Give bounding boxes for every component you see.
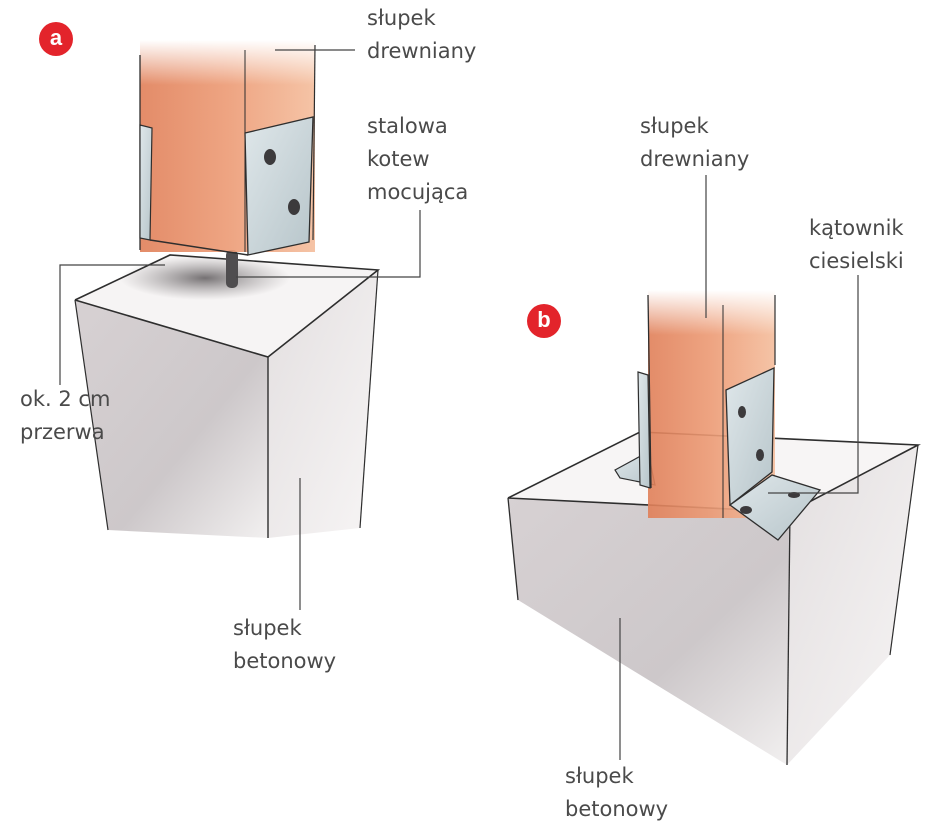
- angle-bracket-base: [728, 474, 822, 541]
- bolt-hole: [264, 149, 276, 165]
- label-line: ok. 2 cm: [20, 387, 111, 411]
- label-line: drewniany: [367, 39, 477, 63]
- label-line: kątownik: [809, 216, 904, 240]
- concrete-block-b-front: [508, 498, 790, 765]
- label-post-a: słupek drewniany: [367, 2, 476, 68]
- label-line: słupek: [367, 6, 436, 30]
- badge-a: a: [39, 22, 73, 56]
- label-anchor: stalowa kotew mocująca: [367, 110, 468, 209]
- label-base-b: słupek betonowy: [565, 760, 668, 826]
- bolt-hole: [756, 449, 764, 461]
- label-line: słupek: [565, 764, 634, 788]
- bolt-hole: [740, 506, 752, 514]
- label-line: ciesielski: [809, 249, 904, 273]
- label-line: kotew: [367, 147, 430, 171]
- label-line: stalowa: [367, 114, 448, 138]
- label-line: drewniany: [640, 147, 750, 171]
- label-line: betonowy: [565, 797, 669, 821]
- badge-b: b: [527, 304, 561, 338]
- leader-anchor: [236, 210, 421, 278]
- bolt-hole: [288, 199, 300, 215]
- steel-plate-right: [244, 116, 314, 256]
- figure-b: [507, 175, 921, 766]
- label-line: betonowy: [233, 649, 337, 673]
- anchor-rod: [226, 250, 238, 288]
- leader-bracket: [768, 275, 859, 494]
- concrete-post-a: [74, 254, 381, 538]
- concrete-post-a-front: [75, 300, 268, 538]
- leader-gap: [59, 264, 165, 385]
- concrete-post-a-side: [268, 270, 378, 538]
- label-line: przerwa: [20, 420, 105, 444]
- label-base-a: słupek betonowy: [233, 612, 336, 678]
- angle-bracket-left: [637, 371, 651, 489]
- concrete-block-b-side: [787, 445, 918, 765]
- label-bracket: kątownik ciesielski: [809, 212, 904, 278]
- figure-a: [59, 40, 421, 610]
- bolt-hole: [738, 406, 746, 418]
- label-line: słupek: [640, 114, 709, 138]
- label-line: słupek: [233, 616, 302, 640]
- anchor-shadow: [120, 256, 290, 300]
- label-post-b: słupek drewniany: [640, 110, 749, 176]
- angle-bracket-vertical: [725, 366, 775, 507]
- steel-plate-left: [139, 124, 153, 241]
- label-line: mocująca: [367, 180, 469, 204]
- label-gap: ok. 2 cm przerwa: [20, 383, 110, 449]
- concrete-block-b: [507, 431, 921, 766]
